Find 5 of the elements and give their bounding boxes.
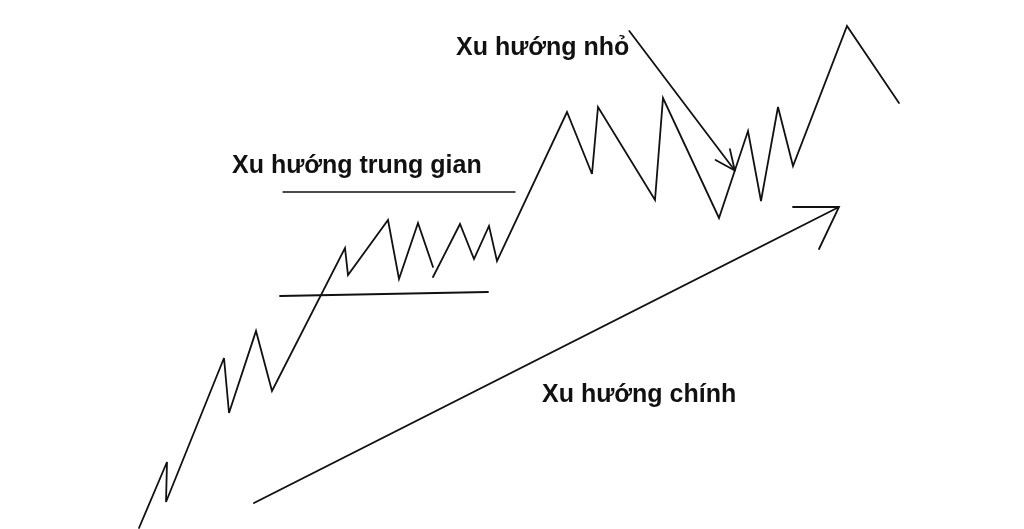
trend-label: Xu hướng chính — [542, 378, 737, 408]
trend-label: Xu hướng nhỏ — [456, 31, 630, 61]
price-line — [138, 24, 900, 529]
leader-arrow — [628, 30, 736, 172]
trend-label: Xu hướng trung gian — [232, 149, 482, 179]
